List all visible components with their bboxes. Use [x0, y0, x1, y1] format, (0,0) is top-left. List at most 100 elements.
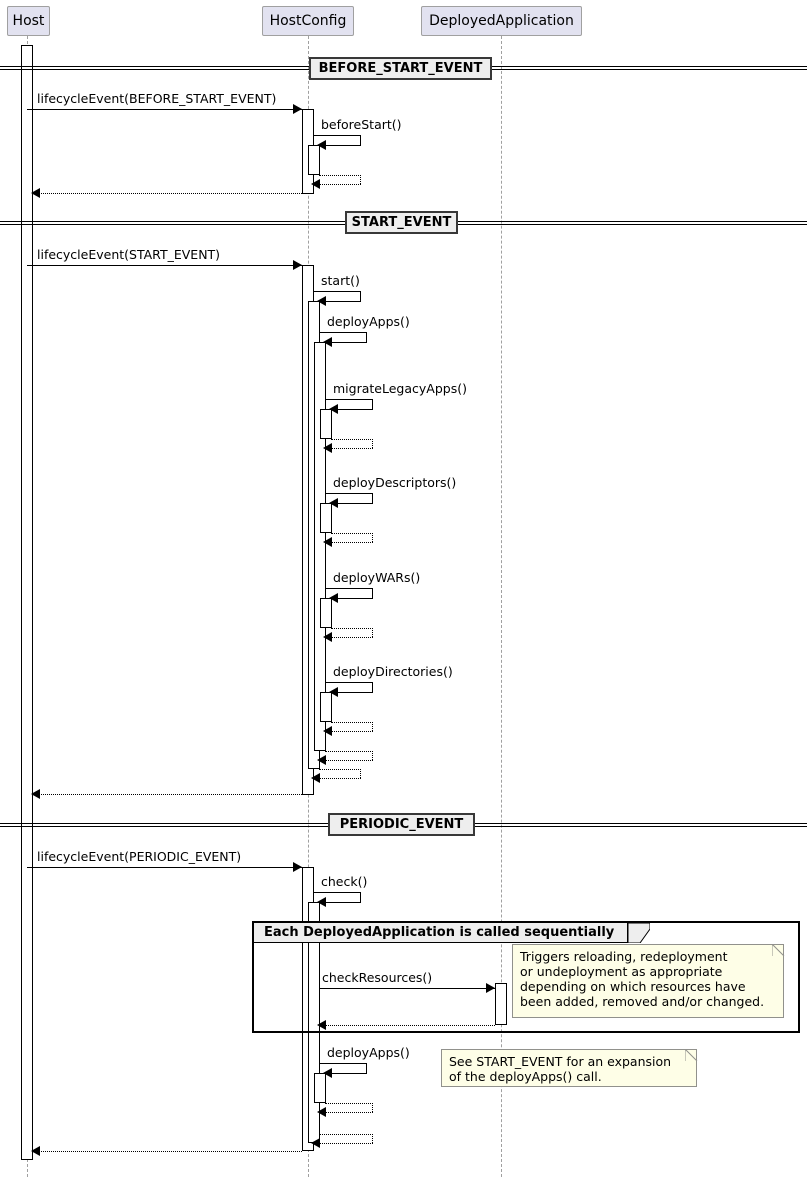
message-line-beforestart-return-top	[319, 175, 361, 176]
activation-hostconfig-deploywars	[320, 598, 332, 628]
message-arrowhead-deployapps-return	[317, 755, 326, 765]
activation-deployedapplication-checkresources	[495, 983, 507, 1025]
message-label-deployapps-periodic: deployApps()	[327, 1045, 410, 1060]
message-line-deploydescriptors-return-bottom	[332, 542, 373, 543]
divider-periodic-event: PERIODIC_EVENT	[328, 813, 475, 836]
message-arrowhead-checkresources	[486, 983, 495, 993]
message-vline-start	[360, 291, 361, 301]
message-line-check-return-bottom	[320, 1143, 373, 1144]
message-line-deployapps-bottom	[332, 342, 367, 343]
message-line-periodic-return-host	[33, 1151, 302, 1152]
message-line-migratelegacyapps-bottom	[338, 409, 373, 410]
message-line-migratelegacyapps-return-top	[331, 439, 373, 440]
message-line-checkresources	[319, 988, 495, 989]
message-line-deploywars-return-bottom	[332, 637, 373, 638]
message-line-deploydirectories-bottom	[338, 692, 373, 693]
note-deployapps-fold-icon	[685, 1049, 698, 1062]
message-vline-deploywars-return	[372, 628, 373, 637]
message-vline-migratelegacyapps-return	[372, 439, 373, 448]
message-label-migratelegacyapps: migrateLegacyApps()	[333, 381, 467, 396]
message-vline-deploydescriptors-return	[372, 533, 373, 542]
divider-start-event: START_EVENT	[345, 211, 458, 234]
message-vline-beforestart	[360, 135, 361, 145]
message-line-deployapps-periodic-return-top	[325, 1103, 373, 1104]
message-vline-deployapps-periodic-return	[372, 1103, 373, 1112]
message-line-start-top	[313, 291, 361, 292]
message-line-deployapps-return-top	[325, 751, 373, 752]
message-line-start-return-bottom	[320, 778, 361, 779]
message-vline-migratelegacyapps	[372, 399, 373, 409]
message-label-check: check()	[321, 874, 368, 889]
message-arrowhead-check-return	[311, 1138, 320, 1148]
participant-hostconfig[interactable]: HostConfig	[262, 6, 354, 36]
message-arrowhead-periodic-return-host	[31, 1146, 40, 1156]
message-label-lifecycle-start: lifecycleEvent(START_EVENT)	[37, 247, 221, 262]
message-arrowhead-beforestart	[317, 140, 326, 150]
participant-host[interactable]: Host	[7, 6, 50, 36]
message-arrowhead-deploydescriptors-return	[323, 537, 332, 547]
activation-hostconfig-deployapps-periodic	[314, 1073, 326, 1103]
message-arrowhead-start	[317, 296, 326, 306]
message-line-deployapps-periodic-top	[319, 1063, 367, 1064]
note-deployapps: See START_EVENT for an expansion of the …	[441, 1049, 697, 1087]
message-arrowhead-start-return-host	[31, 789, 40, 799]
message-line-start-bottom	[326, 301, 361, 302]
message-line-before-start-return-host	[33, 193, 302, 194]
message-line-check-bottom	[326, 902, 361, 903]
message-label-deployapps-start: deployApps()	[327, 314, 410, 329]
message-line-deploywars-return-top	[331, 628, 373, 629]
activation-hostconfig-migratelegacyapps	[320, 409, 332, 439]
message-label-deploywars: deployWARs()	[333, 570, 421, 585]
message-arrowhead-lifecycle-before-start	[293, 104, 302, 114]
message-vline-check	[360, 892, 361, 902]
message-arrowhead-deployapps-periodic-return	[317, 1107, 326, 1117]
note-checkresources-fold-icon	[772, 944, 785, 957]
message-arrowhead-beforestart-return	[311, 179, 320, 189]
message-line-deploydirectories-top	[325, 682, 373, 683]
message-line-migratelegacyapps-top	[325, 399, 373, 400]
message-line-beforestart-return-bottom	[320, 184, 361, 185]
message-vline-deploywars	[372, 588, 373, 598]
message-line-start-return-top	[319, 769, 361, 770]
activation-host-root	[21, 45, 33, 1160]
message-label-deploydescriptors: deployDescriptors()	[333, 475, 457, 490]
message-line-deploydescriptors-return-top	[331, 533, 373, 534]
message-vline-check-return	[372, 1134, 373, 1143]
message-vline-deployapps-periodic	[366, 1063, 367, 1073]
group-header-notch-icon	[628, 923, 650, 943]
message-arrowhead-checkresources-return	[317, 1020, 326, 1030]
message-label-deploydirectories: deployDirectories()	[333, 664, 453, 679]
message-arrowhead-start-return	[311, 773, 320, 783]
message-line-beforestart-bottom	[326, 145, 361, 146]
message-arrowhead-deploywars-return	[323, 632, 332, 642]
message-line-beforestart-top	[313, 135, 361, 136]
message-line-deploywars-bottom	[338, 598, 373, 599]
activation-hostconfig-beforestart	[308, 145, 320, 175]
message-line-deployapps-periodic-bottom	[332, 1073, 367, 1074]
participant-deployedapplication[interactable]: DeployedApplication	[421, 6, 582, 36]
message-label-lifecycle-periodic: lifecycleEvent(PERIODIC_EVENT)	[37, 849, 242, 864]
message-arrowhead-deploydescriptors	[329, 498, 338, 508]
activation-hostconfig-deploydescriptors	[320, 503, 332, 533]
message-line-deployapps-top	[319, 332, 367, 333]
message-line-start-return-host	[33, 794, 302, 795]
message-arrowhead-deployapps-periodic	[323, 1068, 332, 1078]
message-line-deploydescriptors-top	[325, 493, 373, 494]
message-line-deploydescriptors-bottom	[338, 503, 373, 504]
message-vline-start-return	[360, 769, 361, 778]
message-arrowhead-deploydirectories	[329, 687, 338, 697]
message-arrowhead-lifecycle-periodic	[293, 862, 302, 872]
message-line-check-top	[313, 892, 361, 893]
message-label-lifecycle-before-start: lifecycleEvent(BEFORE_START_EVENT)	[37, 91, 277, 106]
message-line-deployapps-periodic-return-bottom	[326, 1112, 373, 1113]
message-line-deploydirectories-return-top	[331, 722, 373, 723]
message-line-lifecycle-before-start	[27, 109, 302, 110]
message-vline-deployapps-return	[372, 751, 373, 760]
message-line-lifecycle-start	[27, 265, 302, 266]
message-arrowhead-deploydirectories-return	[323, 726, 332, 736]
message-vline-beforestart-return	[360, 175, 361, 184]
group-header-each-deployedapplication: Each DeployedApplication is called seque…	[254, 923, 628, 943]
message-arrowhead-before-start-return-host	[31, 188, 40, 198]
message-arrowhead-lifecycle-start	[293, 260, 302, 270]
